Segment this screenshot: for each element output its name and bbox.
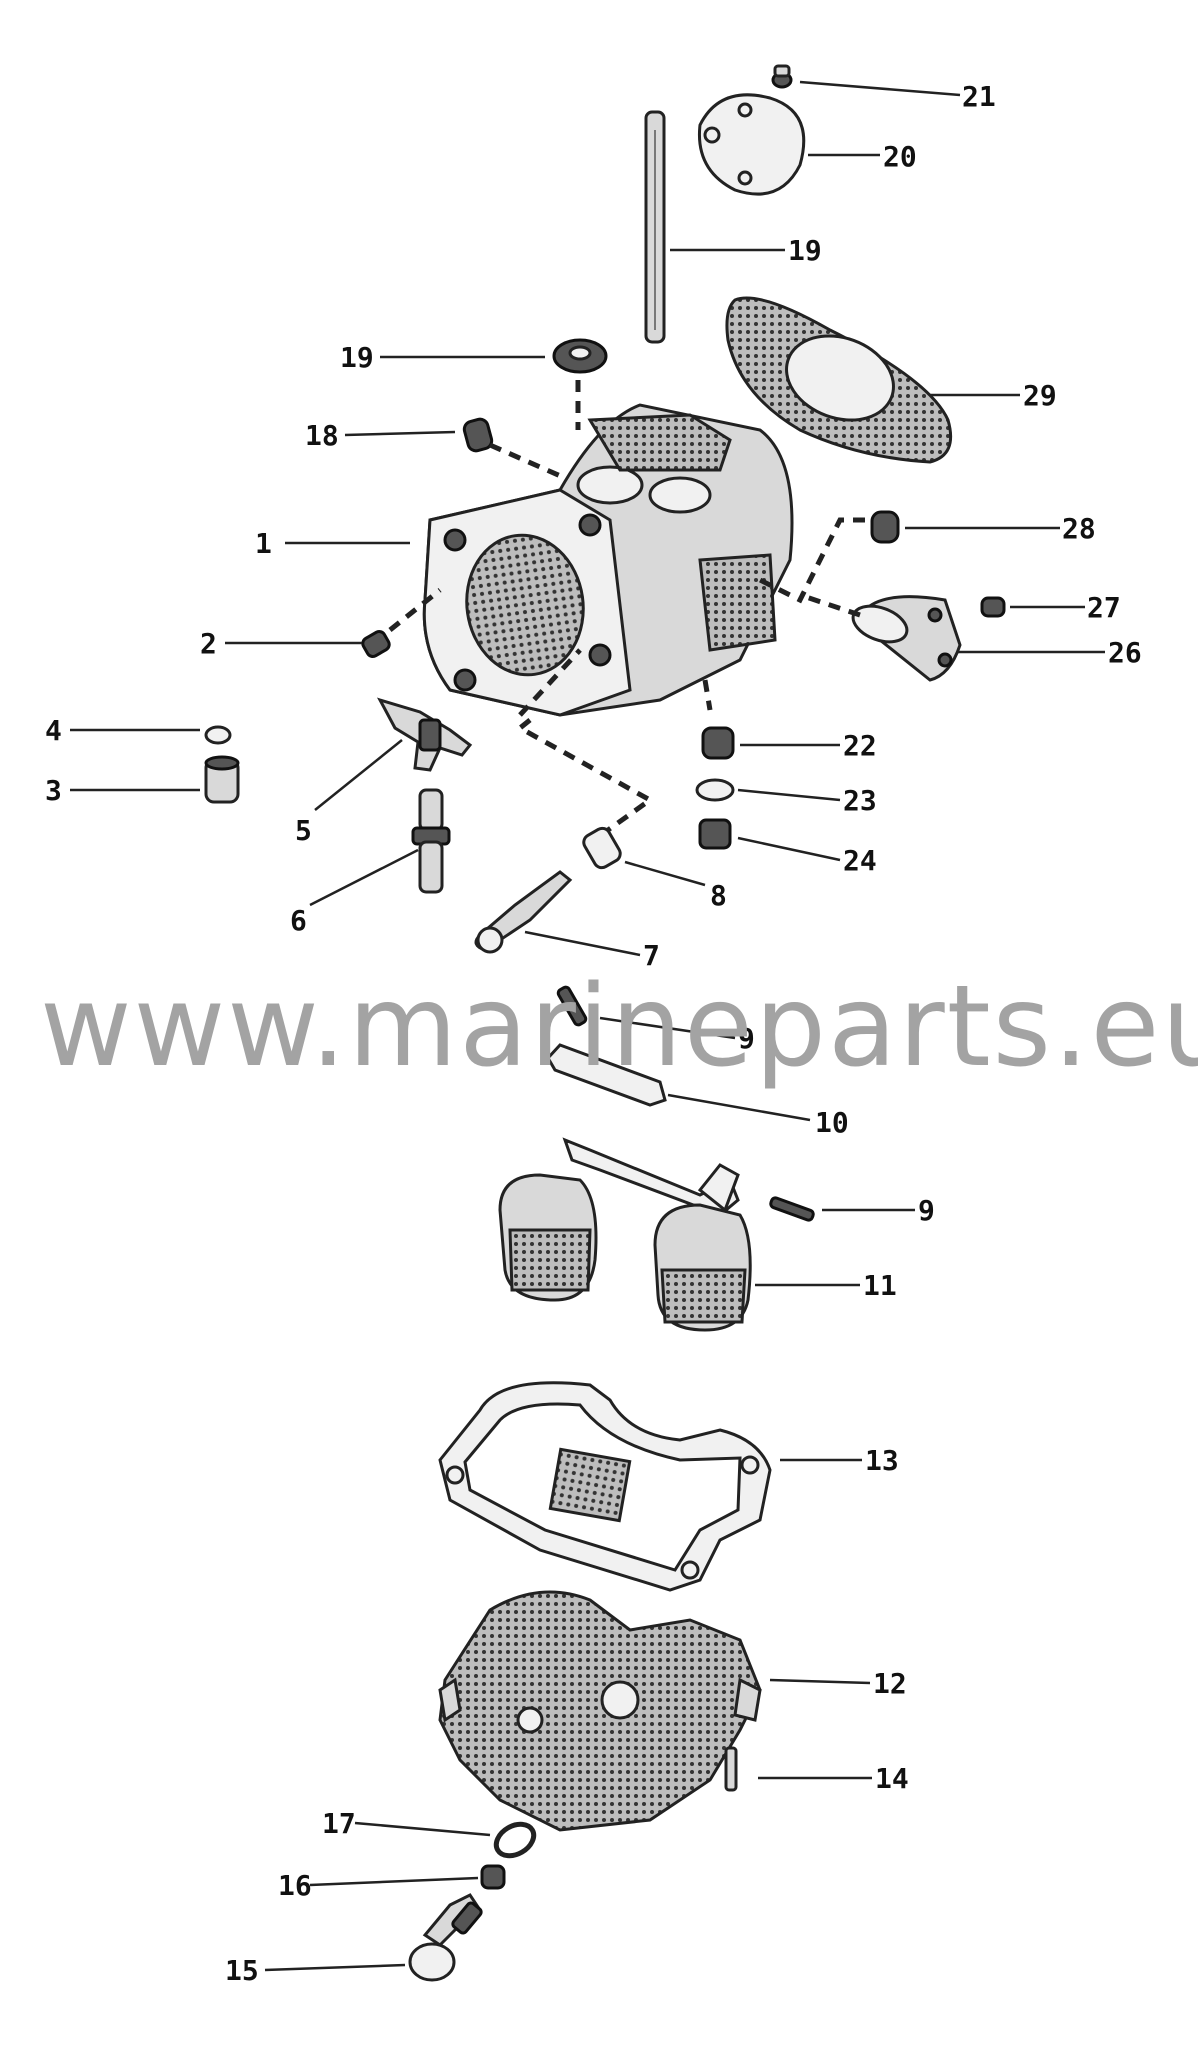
part-19-nut	[552, 338, 608, 374]
callout-28: 28	[1062, 512, 1096, 545]
part-23-plug	[701, 726, 735, 760]
part-21-cover-plate	[697, 93, 806, 196]
part-18-plug	[462, 417, 494, 453]
part-22-screw	[771, 64, 793, 89]
callout-18: 18	[305, 419, 339, 452]
callout-22: 21	[962, 80, 996, 113]
callout-10: 10	[815, 1106, 849, 1139]
callout-1: 1	[255, 527, 272, 560]
callout-13: 13	[865, 1444, 899, 1477]
part-28-plug	[870, 510, 900, 544]
callout-27: 27	[1087, 591, 1121, 624]
part-27-screw	[980, 596, 1006, 618]
part-1-carburetor-body	[422, 403, 794, 717]
callout-11: 11	[863, 1269, 897, 1302]
callout-20: 19	[788, 234, 822, 267]
part-12-float-bowl	[438, 1590, 762, 1832]
part-10-bracket	[546, 1043, 667, 1107]
part-9-pin-lower	[769, 1196, 815, 1222]
callout-9-upper: 9	[738, 1022, 755, 1055]
callout-21: 20	[883, 140, 917, 173]
callout-29: 29	[1023, 379, 1057, 412]
part-13-bowl-gasket	[438, 1381, 772, 1592]
part-29-gasket	[725, 296, 953, 464]
callout-14: 14	[875, 1762, 909, 1795]
callout-17: 17	[322, 1807, 356, 1840]
part-14-screw	[724, 1746, 738, 1792]
callout-12: 12	[873, 1667, 907, 1700]
callout-24: 23	[843, 784, 877, 817]
part-15-drain-plug	[408, 1893, 483, 1982]
leader-lines	[70, 80, 1105, 1972]
part-20-shaft	[644, 110, 666, 344]
callout-25: 24	[843, 844, 877, 877]
callout-23: 22	[843, 729, 877, 762]
part-3-cap	[204, 755, 240, 804]
callout-4: 4	[45, 714, 62, 747]
callout-16: 16	[278, 1869, 312, 1902]
part-4-washer	[204, 725, 232, 745]
part-2-screw	[361, 630, 391, 658]
part-16-washer	[480, 1864, 506, 1890]
callout-9-lower: 9	[918, 1194, 935, 1227]
part-7-tool	[474, 870, 573, 954]
part-17-o-ring	[493, 1821, 537, 1859]
callout-2: 2	[200, 627, 217, 660]
part-6-needle-seat	[411, 788, 451, 894]
part-5-float-lever	[376, 697, 473, 772]
callout-3: 3	[45, 774, 62, 807]
part-11-float	[498, 1137, 752, 1332]
part-26-fitting	[851, 595, 962, 682]
part-24-washer	[695, 778, 735, 802]
callout-6: 6	[290, 904, 307, 937]
callout-8: 8	[710, 879, 727, 912]
callout-5: 5	[295, 814, 312, 847]
callouts: 21 20 19 29 19 18 1 2 28 27 26 4 3 5 6 7…	[45, 80, 1142, 1987]
callout-15: 15	[225, 1954, 259, 1987]
callout-26: 26	[1108, 636, 1142, 669]
watermark: www.marineparts.eu	[40, 962, 1198, 1092]
part-9-bolt-upper	[556, 985, 588, 1027]
callout-7: 7	[643, 939, 660, 972]
part-25-nut	[698, 818, 732, 850]
part-8-jet	[582, 826, 622, 870]
callout-19: 19	[340, 341, 374, 374]
